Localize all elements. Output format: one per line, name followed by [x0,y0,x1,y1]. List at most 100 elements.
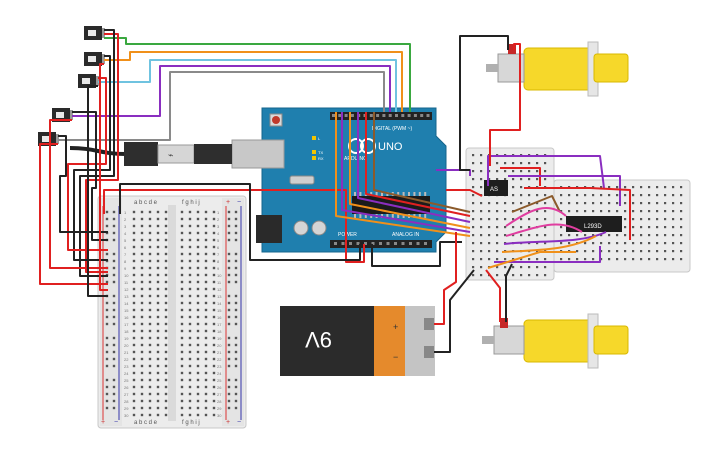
small-breadboard-hole [512,258,515,261]
right-breadboard-hole [576,210,579,213]
chip-leg [359,192,362,196]
rail-hole [227,315,231,319]
right-breadboard-hole [672,210,675,213]
right-breadboard-hole [680,186,683,189]
row-number-right: 24 [217,371,222,376]
breadboard-hole [204,210,208,214]
breadboard-hole [132,378,136,382]
right-breadboard-hole [576,258,579,261]
ir-sensor-pins [102,54,105,64]
row-number-left: 19 [124,336,129,341]
breadboard-hole [164,231,168,235]
right-breadboard-hole [624,210,627,213]
wire-purple-top-right [487,155,605,189]
rail-minus-label-br: − [237,419,241,426]
breadboard-hole [164,406,168,410]
rail-hole [227,238,231,242]
chip-leg [381,192,383,196]
right-breadboard-hole [616,202,619,205]
rail-hole [112,322,116,326]
small-breadboard-hole [520,170,523,173]
battery-orange-band [374,306,410,376]
breadboard-hole [204,280,208,284]
breadboard-hole [204,245,208,249]
breadboard-hole [204,287,208,291]
small-breadboard-hole [496,162,499,165]
right-breadboard-hole [576,234,579,237]
wire-red-battery [434,232,457,325]
breadboard-hole [164,238,168,242]
ir-sensor-window [42,136,50,142]
right-breadboard-hole [632,258,635,261]
breadboard-hole [204,343,208,347]
right-breadboard-hole [664,202,667,205]
motor-driver-ic: L293D [566,216,622,232]
small-breadboard-hole [544,170,547,173]
breadboard-hole [180,385,184,389]
breadboard-hole [148,399,152,403]
rail-hole [112,378,116,382]
small-breadboard-hole [480,250,483,253]
breadboard-hole [140,392,144,396]
row-number-right: 10 [217,273,222,278]
battery-body [280,306,380,376]
breadboard-hole [204,273,208,277]
rail-hole [112,308,116,312]
breadboard-hole [164,301,168,305]
breadboard-hole [164,357,168,361]
small-breadboard-hole [512,274,515,277]
battery-plus-label: + [393,322,398,332]
breadboard-hole [164,217,168,221]
breadboard-hole [164,308,168,312]
small-breadboard-hole [488,202,491,205]
wire-orange-low [487,251,576,269]
rail-hole [105,336,109,340]
breadboard-hole [204,294,208,298]
wire-lightblue [98,59,397,112]
small-breadboard-hole [496,266,499,269]
rail-hole [227,378,231,382]
breadboard-hole [188,336,192,340]
breadboard-hole [204,266,208,270]
rail-hole [227,266,231,270]
right-breadboard-hole [624,186,627,189]
right-breadboard-hole [648,202,651,205]
small-breadboard-hole [536,250,539,253]
breadboard-hole [188,399,192,403]
right-breadboard-hole [664,234,667,237]
breadboard-hole [140,245,144,249]
row-number-left: 8 [124,259,127,264]
row-number-right: 19 [217,336,222,341]
breadboard-hole [140,287,144,291]
rail-hole [112,392,116,396]
right-breadboard-hole [656,210,659,213]
row-number-left: 29 [124,406,129,411]
breadboard-hole [204,350,208,354]
top-header-pin [338,114,342,117]
breadboard-hole [212,322,216,326]
rail-hole [227,336,231,340]
breadboard-hole [156,315,160,319]
breadboard-hole [140,413,144,417]
small-breadboard-hole [528,234,531,237]
breadboard-hole [156,322,160,326]
row-number-right: 18 [217,329,222,334]
breadboard-hole [148,413,152,417]
rail-hole [234,266,238,270]
arduino-logo-text: ARDUINO [344,156,367,162]
breadboard-hole [156,231,160,235]
bottom-header-pin [341,242,345,245]
breadboard-hole [132,308,136,312]
small-breadboard-hole [488,234,491,237]
regulator-label: AS [490,187,498,193]
breadboard-hole [148,231,152,235]
breadboard-right-rail [222,198,244,426]
motor-bottom-gearbox [523,319,595,363]
breadboard-hole [132,371,136,375]
small-breadboard-hole [472,202,475,205]
small-breadboard-hole [544,218,547,221]
rail-hole [112,399,116,403]
breadboard-hole [140,399,144,403]
